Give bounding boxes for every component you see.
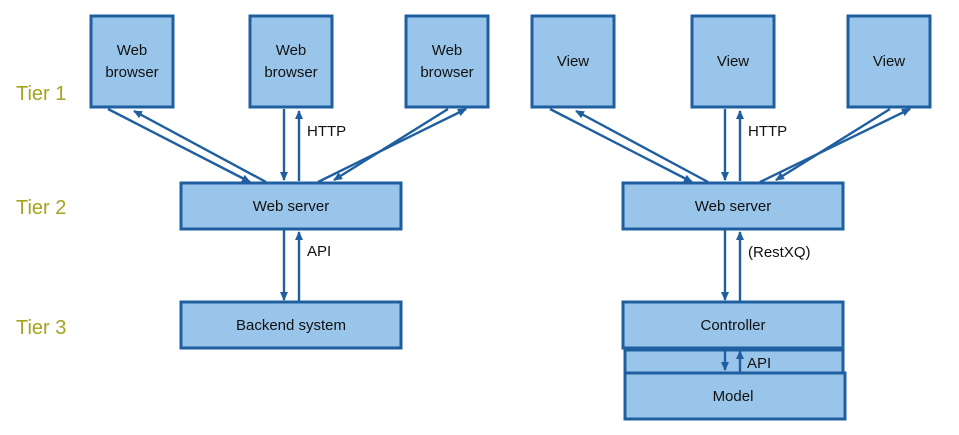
arrow-view1-to-server — [549, 107, 693, 184]
view-3-label: View — [873, 53, 905, 70]
right-arrows — [549, 107, 911, 301]
arrow-server-to-browser3 — [317, 107, 467, 184]
web-browser-2-line1: Web — [276, 42, 307, 59]
web-browser-1-line1: Web — [117, 42, 148, 59]
arrow-view3-to-server — [775, 107, 891, 182]
web-browser-box-2: Web browser — [248, 14, 334, 109]
arrow-server-to-view1 — [575, 109, 709, 184]
web-browser-1-line2: browser — [105, 64, 158, 81]
arrow-server-to-browser1 — [133, 109, 267, 184]
arrow-browser1-to-server — [107, 107, 251, 184]
left-web-server-box: Web server — [179, 181, 403, 231]
tier-3-label: Tier 3 — [16, 317, 66, 339]
model-label: Model — [713, 388, 754, 405]
tier-2-label: Tier 2 — [16, 197, 66, 219]
right-api-label: API — [747, 355, 771, 372]
web-browser-box-1: Web browser — [89, 14, 175, 109]
api-strip — [623, 348, 845, 376]
right-http-label: HTTP — [748, 123, 787, 140]
left-web-server-label: Web server — [253, 198, 329, 215]
web-browser-box-3: Web browser — [404, 14, 490, 109]
left-arrows — [107, 107, 467, 301]
model-box: Model — [623, 371, 847, 421]
controller-label: Controller — [700, 317, 765, 334]
view-box-1: View — [530, 14, 616, 109]
view-box-3: View — [846, 14, 932, 109]
left-http-label: HTTP — [307, 123, 346, 140]
right-web-server-box: Web server — [621, 181, 845, 231]
view-box-2: View — [690, 14, 776, 109]
web-browser-3-line2: browser — [420, 64, 473, 81]
backend-system-box: Backend system — [179, 300, 403, 350]
controller-box: Controller — [621, 300, 845, 350]
web-browser-3-line1: Web — [432, 42, 463, 59]
left-api-label: API — [307, 243, 331, 260]
view-1-label: View — [557, 53, 589, 70]
view-2-label: View — [717, 53, 749, 70]
arrow-server-to-view3 — [759, 107, 911, 184]
tier-1-label: Tier 1 — [16, 83, 66, 105]
backend-system-label: Backend system — [236, 317, 346, 334]
controller-model-stack: Controller Model API — [621, 300, 847, 421]
restxq-label: (RestXQ) — [748, 244, 811, 261]
left-diagram: HTTP API Web browser Web browser Web bro… — [89, 14, 490, 350]
right-web-server-label: Web server — [695, 198, 771, 215]
arrow-browser3-to-server — [333, 107, 449, 182]
web-browser-2-line2: browser — [264, 64, 317, 81]
right-diagram: HTTP (RestXQ) View View View Web server … — [530, 14, 932, 421]
